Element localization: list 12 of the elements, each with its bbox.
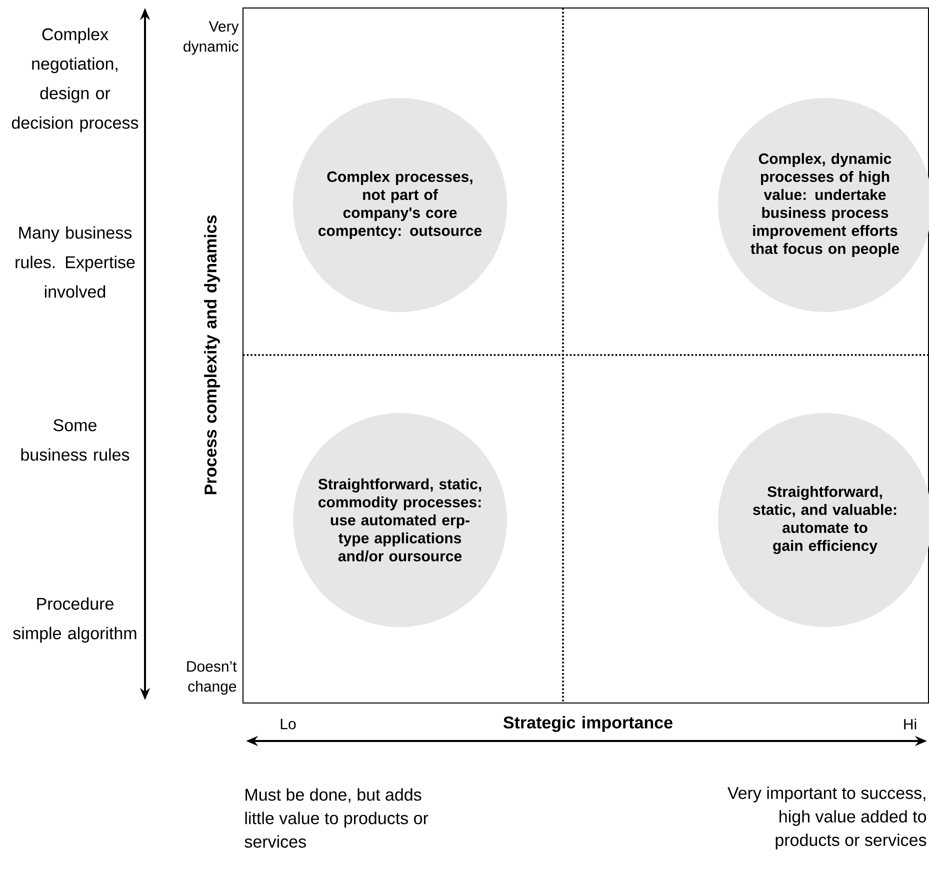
axis-level-label: Many business rules. Expertise involved: [16, 226, 135, 298]
axis-title: Process complexity and dynamics: [204, 215, 220, 494]
axis-level-label: Some business rules: [21, 419, 130, 461]
axis-level-label: Must be done, but adds little value to products or services: [244, 788, 428, 848]
axis-title: Strategic importance: [503, 716, 672, 732]
axis-end-label: Very dynamic: [184, 21, 239, 55]
axis-end-label: Doesn’t change: [187, 661, 237, 695]
axis-level-label: Very important to success, high value added to products or services: [728, 786, 926, 850]
axis-end-label: Lo: [280, 718, 296, 730]
axis-end-label: Hi: [904, 718, 916, 730]
axis-level-label: Procedure simple algorithm: [13, 597, 136, 643]
axis-level-label: Complex negotiation, design or decision process: [12, 28, 138, 132]
